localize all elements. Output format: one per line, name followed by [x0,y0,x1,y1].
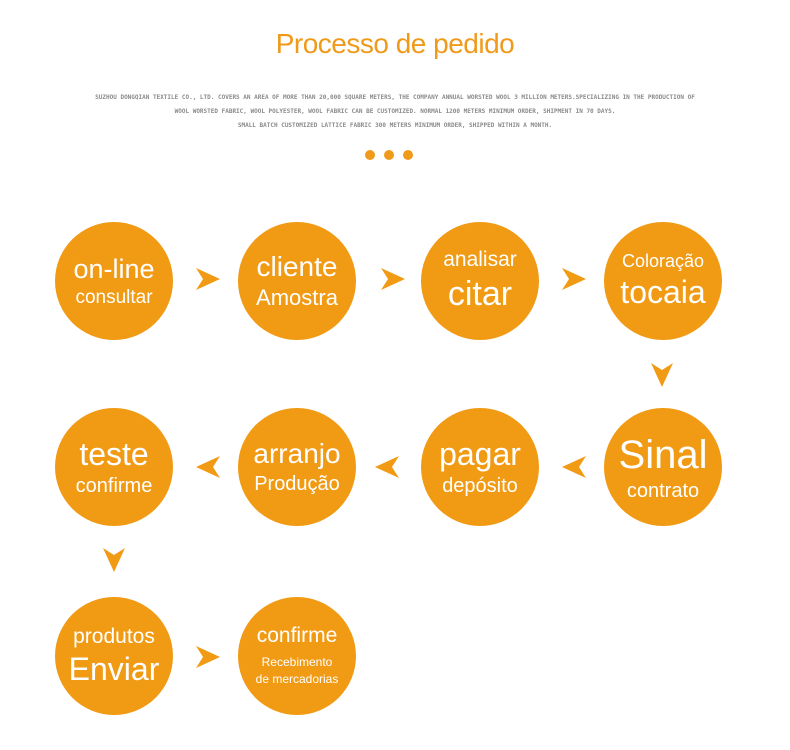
step-title: arranjo [253,438,341,470]
step-arranjo-producao: arranjo Produção [238,408,356,526]
description-line: SMALL BATCH CUSTOMIZED LATTICE FABRIC 30… [237,122,553,129]
step-subtitle: Recebimento de mercadorias [255,655,339,687]
step-cliente-amostra: cliente Amostra [238,222,356,340]
arrow-left-icon [194,453,222,481]
step-sinal-contrato: Sinal contrato [604,408,722,526]
step-analisar-citar: analisar citar [421,222,539,340]
step-online-consultar: on-line consultar [55,222,173,340]
arrow-right-icon [560,265,588,293]
page-title: Processo de pedido [275,28,515,59]
step-title: cliente [256,251,338,283]
arrow-down-icon [100,546,128,574]
arrow-left-icon [373,453,401,481]
dot-icon [384,150,394,160]
step-subtitle: citar [447,274,513,313]
step-subtitle: Amostra [256,285,338,311]
arrow-right-icon [194,265,222,293]
step-title: confirme [256,624,338,648]
step-subtitle: Produção [254,472,340,495]
step-title: teste [79,436,149,473]
description-line: WOOL WORSTED FABRIC, WOOL POLYESTER, WOO… [174,108,616,115]
step-title: on-line [73,253,155,284]
arrow-right-icon [194,643,222,671]
step-coloracao-tocaia: Coloração tocaia [604,222,722,340]
step-teste-confirme: teste confirme [55,408,173,526]
step-confirme-recebimento: confirme Recebimento de mercadorias [238,597,356,715]
step-subtitle: consultar [75,286,153,308]
step-title: produtos [73,624,155,648]
dot-icon [365,150,375,160]
arrow-left-icon [560,453,588,481]
step-title: analisar [443,248,517,272]
step-pagar-deposito: pagar depósito [421,408,539,526]
step-produtos-enviar: produtos Enviar [55,597,173,715]
step-title: Coloração [621,251,705,272]
step-subtitle: confirme [75,474,153,497]
arrow-down-icon [648,361,676,389]
step-subtitle: tocaia [620,273,706,310]
company-description: SUZHOU DONGQIAN TEXTILE CO., LTD. COVERS… [60,91,730,133]
arrow-right-icon [379,265,407,293]
step-subtitle: Enviar [68,650,160,687]
step-subtitle: depósito [442,474,518,497]
step-title: pagar [439,436,521,473]
step-title: Sinal [618,432,708,477]
step-subtitle: contrato [626,479,700,502]
description-line: SUZHOU DONGQIAN TEXTILE CO., LTD. COVERS… [95,94,695,101]
dot-icon [403,150,413,160]
